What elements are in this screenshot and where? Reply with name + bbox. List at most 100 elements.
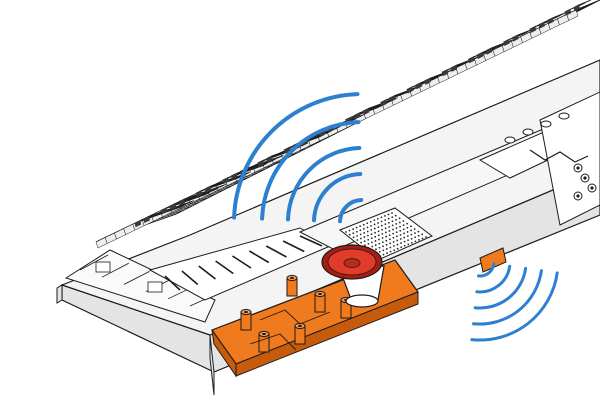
grille-hole (421, 237, 424, 240)
housing-left-edge (56, 284, 63, 304)
grille-hole (385, 248, 388, 250)
grille-hole (392, 236, 395, 239)
grille-hole (400, 246, 403, 249)
key-lever (198, 265, 216, 280)
black-key-front (160, 207, 168, 215)
grille-hole (366, 222, 369, 225)
grille-hole (355, 226, 358, 229)
side-port (479, 247, 507, 273)
grille-hole (366, 230, 369, 233)
grille-hole (387, 217, 390, 220)
grille-hole (370, 229, 373, 231)
grille-hole (382, 253, 385, 256)
grille-hole (381, 228, 384, 231)
black-key-front (169, 203, 177, 210)
key-lever (282, 240, 305, 253)
grille-hole (402, 220, 405, 222)
black-key-front (283, 147, 291, 154)
grille-hole (410, 229, 413, 232)
grille-hole (374, 240, 377, 242)
grille-hole (378, 238, 380, 241)
grille-hole (389, 250, 392, 253)
grille-hole (378, 250, 381, 253)
black-key-front (196, 190, 203, 198)
grille-hole (410, 237, 413, 240)
keybed (95, 0, 600, 301)
upper-sound-wave (286, 146, 362, 222)
black-key-front (380, 99, 387, 107)
grille-hole (384, 231, 387, 234)
grille-hole (388, 238, 391, 241)
grille-hole (363, 240, 366, 243)
grille-hole (395, 223, 398, 225)
grille-hole (391, 224, 394, 227)
chassis-rib (123, 271, 150, 285)
black-key-front (134, 220, 142, 228)
control-panel (298, 91, 600, 273)
grille-hole (356, 239, 359, 241)
grille-hole (377, 226, 380, 229)
grille-hole (355, 230, 358, 233)
post-hole (298, 325, 302, 327)
black-key-front (529, 26, 537, 34)
grille-hole (393, 245, 395, 247)
grille-hole (381, 241, 384, 244)
grille-hole (398, 221, 401, 224)
speaker (321, 207, 433, 308)
side-sound-wave (470, 271, 559, 342)
jack-hole (576, 194, 580, 198)
grille-hole (359, 237, 362, 240)
grille-hole (394, 214, 397, 217)
black-key-front (468, 56, 475, 64)
key-lever (215, 260, 234, 275)
grille-hole (377, 222, 379, 224)
jack-hole (576, 166, 580, 170)
grille-hole (386, 252, 388, 254)
black-key-front (424, 78, 431, 85)
grille-hole (407, 239, 409, 242)
grille-hole (370, 233, 373, 236)
grille-hole (359, 225, 362, 228)
grille-hole (410, 241, 413, 244)
jack-hole (590, 186, 594, 190)
grille-hole (400, 242, 402, 245)
grille-hole (395, 227, 398, 229)
grille-hole (345, 231, 347, 233)
music-stand-rod (529, 149, 589, 163)
grille-hole (381, 237, 384, 239)
grille-hole (418, 239, 420, 241)
grille-hole (410, 233, 413, 236)
key-lever (248, 250, 270, 264)
grille-hole (374, 244, 377, 246)
cavity-front-wall (235, 291, 419, 377)
black-key-front (354, 112, 361, 120)
grille-hole (414, 232, 416, 235)
grille-hole (374, 235, 377, 238)
chassis-boss (147, 281, 163, 293)
grille-hole (389, 242, 392, 245)
grille-hole (348, 229, 351, 232)
grille-hole (388, 234, 391, 237)
grille-hole (399, 229, 402, 232)
key-lever (232, 255, 252, 269)
grille-hole (391, 212, 393, 214)
grille-hole (417, 230, 420, 233)
grille-hole (363, 236, 366, 238)
black-key-front (547, 17, 554, 25)
black-key-front (503, 39, 510, 46)
grille-hole (385, 243, 388, 246)
white-key-front (566, 9, 579, 21)
grille-hole (376, 217, 379, 220)
grille-hole (352, 232, 355, 235)
grille-hole (378, 242, 381, 245)
key-lever (299, 235, 323, 247)
post-hole (244, 311, 248, 313)
grille-hole (395, 218, 397, 221)
black-key-front (231, 173, 238, 180)
grille-hole (370, 224, 372, 227)
black-key-front (538, 22, 545, 29)
side-sound-wave (473, 266, 528, 310)
grille-hole (377, 234, 380, 237)
